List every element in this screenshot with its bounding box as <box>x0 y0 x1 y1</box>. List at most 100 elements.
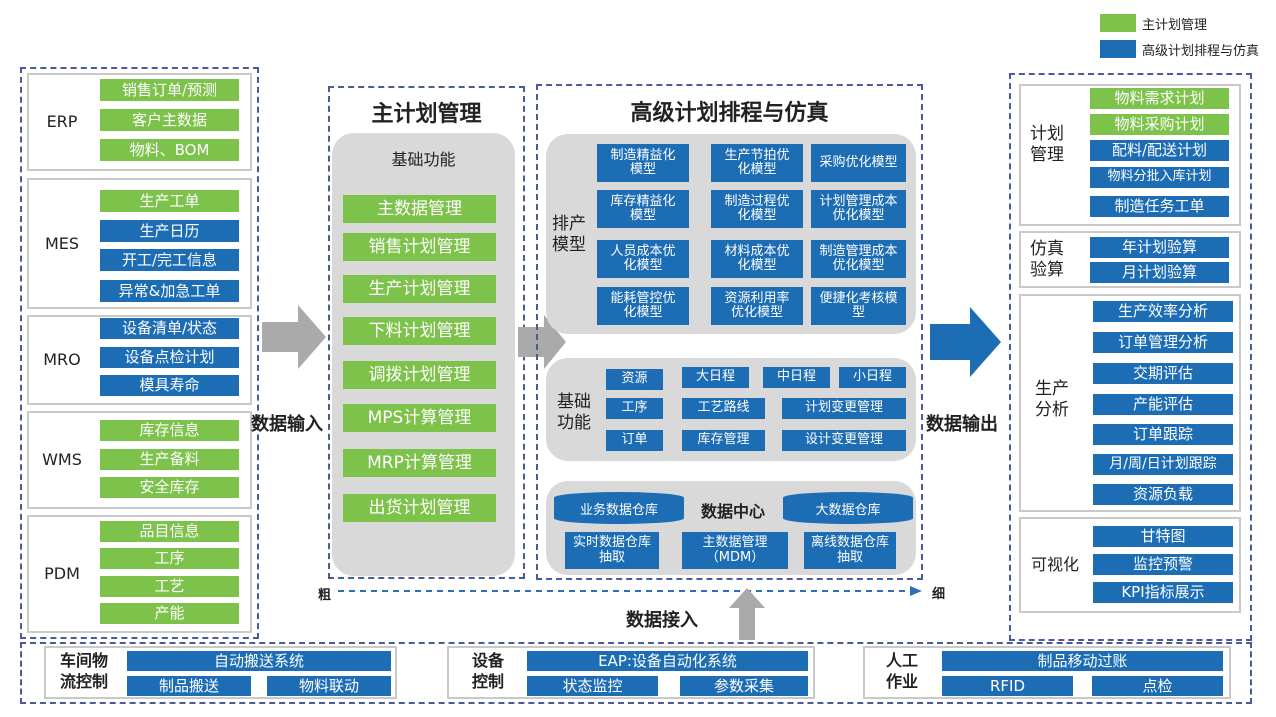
data-center-item: 离线数据仓库抽取 <box>804 532 896 569</box>
aps-basic-item: 大日程 <box>682 367 749 388</box>
pdm-item: 产能 <box>100 603 239 624</box>
master-plan-item: 出货计划管理 <box>343 494 496 522</box>
data-input-label: 数据输入 <box>251 414 323 435</box>
visual-label: 可视化 <box>1030 555 1079 574</box>
mes-item: 生产日历 <box>100 220 239 242</box>
aps-basic-item: 库存管理 <box>682 430 765 451</box>
coarse-to-fine-arrow <box>338 586 922 596</box>
manual-item: RFID <box>942 676 1073 696</box>
pdm-item: 工艺 <box>100 576 239 597</box>
visual-item: 甘特图 <box>1093 526 1233 547</box>
data-access-label: 数据接入 <box>626 610 698 631</box>
aps-basic-item: 中日程 <box>763 367 830 388</box>
mes-label: MES <box>44 233 80 253</box>
aps-models-label: 排产模型 <box>552 213 586 255</box>
analysis-item: 产能评估 <box>1093 394 1233 415</box>
device-item: 状态监控 <box>527 676 658 696</box>
aps-model-item: 采购优化模型 <box>811 144 906 182</box>
aps-basic-item: 资源 <box>606 369 663 390</box>
data-output-label: 数据输出 <box>926 414 998 435</box>
legend-blue-label: 高级计划排程与仿真 <box>1142 44 1260 59</box>
plan-label: 计划管理 <box>1030 123 1064 165</box>
data-center-label: 数据中心 <box>700 502 765 521</box>
logistics-item: 物料联动 <box>267 676 391 696</box>
aps-basic-item: 工艺路线 <box>682 398 765 419</box>
master-plan-item: 销售计划管理 <box>343 233 496 261</box>
aps-model-item: 能耗管控优化模型 <box>597 287 689 325</box>
mes-item: 异常&加急工单 <box>100 280 239 302</box>
logistics-label: 车间物流控制 <box>59 651 108 691</box>
aps-model-item: 库存精益化模型 <box>597 190 689 228</box>
data-access-arrow <box>729 588 765 640</box>
mes-item: 开工/完工信息 <box>100 249 239 271</box>
field-layer-container <box>20 642 1252 704</box>
sim-label: 仿真验算 <box>1030 238 1064 280</box>
data-input-arrow <box>262 305 326 369</box>
mro-item: 设备清单/状态 <box>100 318 239 339</box>
erp-item: 客户主数据 <box>100 109 239 131</box>
master-plan-item: 调拨计划管理 <box>343 361 496 389</box>
aps-basic-item: 计划变更管理 <box>782 398 906 419</box>
device-label: 设备控制 <box>471 651 504 691</box>
coarse-label: 粗 <box>318 588 332 603</box>
data-center-item: 实时数据仓库抽取 <box>565 532 659 569</box>
plan-item: 物料分批入库计划 <box>1090 167 1229 188</box>
aps-basic-item: 设计变更管理 <box>782 430 906 451</box>
analysis-item: 订单管理分析 <box>1093 332 1233 353</box>
master-plan-item: 下料计划管理 <box>343 317 496 345</box>
legend-green-label: 主计划管理 <box>1142 18 1208 33</box>
visual-item: KPI指标展示 <box>1093 582 1233 603</box>
aps-basic-item: 订单 <box>606 430 663 451</box>
wms-label: WMS <box>42 450 82 469</box>
pdm-label: PDM <box>44 564 80 583</box>
aps-basic-item: 小日程 <box>839 367 906 388</box>
master-plan-item: MPS计算管理 <box>343 404 496 432</box>
output-container <box>1009 73 1252 641</box>
master-plan-item: 主数据管理 <box>343 195 496 223</box>
aps-title: 高级计划排程与仿真 <box>630 101 829 126</box>
manual-label: 人工作业 <box>885 651 918 691</box>
wms-item: 安全库存 <box>100 477 239 498</box>
master-plan-item: 生产计划管理 <box>343 275 496 303</box>
analysis-item: 交期评估 <box>1093 363 1233 384</box>
erp-item: 销售订单/预测 <box>100 79 239 101</box>
analysis-label: 生产分析 <box>1035 378 1069 420</box>
analysis-item: 资源负载 <box>1093 484 1233 505</box>
data-output-arrow <box>930 307 1001 377</box>
master-plan-item: MRP计算管理 <box>343 449 496 477</box>
manual-item: 制品移动过账 <box>942 651 1223 671</box>
aps-model-item: 生产节拍优化模型 <box>711 144 803 182</box>
wms-item: 生产备料 <box>100 449 239 470</box>
aps-model-item: 资源利用率优化模型 <box>711 287 803 325</box>
sim-item: 年计划验算 <box>1090 237 1229 258</box>
plan-item: 配料/配送计划 <box>1090 140 1229 161</box>
fine-label: 细 <box>932 587 946 602</box>
legend-green-swatch <box>1100 14 1136 32</box>
logistics-item: 自动搬送系统 <box>127 651 391 671</box>
plan-item: 制造任务工单 <box>1090 196 1229 217</box>
visual-item: 监控预警 <box>1093 554 1233 575</box>
master-plan-basic-label: 基础功能 <box>391 150 456 169</box>
plan-item: 物料采购计划 <box>1090 114 1229 135</box>
aps-model-item: 材料成本优化模型 <box>711 240 803 278</box>
aps-basic-label: 基础功能 <box>557 391 591 433</box>
data-center-business-warehouse: 业务数据仓库 <box>554 492 684 524</box>
plan-item: 物料需求计划 <box>1090 88 1229 109</box>
pdm-item: 品目信息 <box>100 521 239 542</box>
logistics-item: 制品搬送 <box>127 676 251 696</box>
data-center-item: 主数据管理（MDM） <box>682 532 788 569</box>
device-item: EAP:设备自动化系统 <box>527 651 808 671</box>
aps-model-item: 制造过程优化模型 <box>711 190 803 228</box>
manual-item: 点检 <box>1092 676 1223 696</box>
aps-model-item: 人员成本优化模型 <box>597 240 689 278</box>
legend-blue-swatch <box>1100 40 1136 58</box>
mes-item: 生产工单 <box>100 190 239 212</box>
aps-model-item: 制造精益化模型 <box>597 144 689 182</box>
erp-item: 物料、BOM <box>100 139 239 161</box>
analysis-item: 月/周/日计划跟踪 <box>1093 454 1233 475</box>
master-plan-title: 主计划管理 <box>371 102 482 127</box>
aps-basic-item: 工序 <box>606 398 663 419</box>
source-systems-container <box>20 67 259 639</box>
aps-container <box>536 84 923 580</box>
wms-item: 库存信息 <box>100 420 239 441</box>
